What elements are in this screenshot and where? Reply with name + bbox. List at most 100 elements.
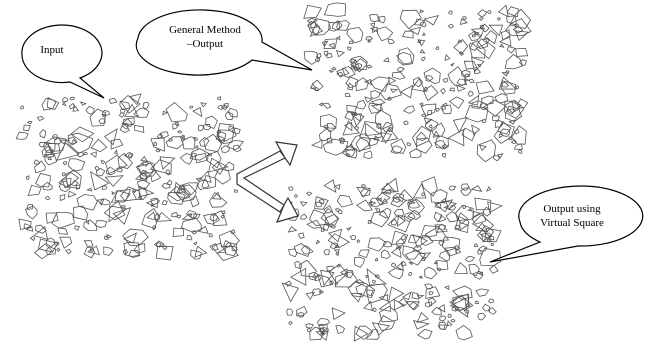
packed-polygon [363, 150, 373, 160]
packed-polygon [165, 136, 184, 150]
packed-polygon [417, 39, 422, 44]
packed-polygon [338, 137, 346, 144]
packed-polygon [513, 128, 520, 135]
packed-polygon [293, 243, 311, 258]
packed-polygon [437, 304, 446, 313]
packed-polygon [217, 104, 225, 111]
packed-polygon [396, 215, 406, 227]
packed-polygon [149, 159, 172, 175]
packed-polygon [454, 215, 469, 234]
packed-polygon [79, 101, 87, 106]
packed-polygon [426, 109, 433, 116]
lower-arrow-head [275, 196, 299, 223]
packed-polygon [310, 18, 331, 36]
packed-polygon [116, 166, 123, 173]
packed-polygon [400, 261, 407, 267]
packed-polygon [459, 18, 469, 25]
packed-polygon [382, 187, 392, 195]
packed-polygon [448, 185, 457, 191]
packed-polygon [25, 205, 38, 220]
packed-polygon [189, 195, 200, 208]
packed-polygon [475, 288, 490, 297]
packed-polygon [369, 14, 381, 23]
packed-polygon [45, 212, 59, 224]
packed-polygon [104, 175, 124, 188]
packed-polygon [132, 188, 137, 194]
packed-polygon [336, 20, 350, 31]
packed-polygon [310, 82, 317, 89]
packed-polygon [412, 245, 423, 252]
packed-polygon [444, 54, 451, 61]
packed-polygon [165, 169, 171, 176]
packed-polygon [307, 21, 321, 36]
packed-polygon [74, 225, 80, 232]
packed-polygon [176, 188, 191, 200]
packed-polygon [203, 133, 223, 153]
packed-polygon [224, 111, 234, 121]
packed-polygon [380, 249, 391, 260]
packed-polygon [430, 122, 446, 137]
packed-polygon [468, 40, 486, 59]
packed-polygon [113, 149, 118, 155]
packed-polygon [56, 247, 61, 252]
packed-polygon [425, 75, 434, 82]
packed-polygon [442, 102, 448, 107]
packed-polygon [366, 283, 388, 304]
packed-polygon [456, 78, 466, 87]
packed-polygon [401, 30, 414, 39]
packed-polygon [370, 22, 376, 29]
packed-polygon [497, 153, 504, 159]
packed-polygon [512, 26, 524, 34]
packed-polygon [391, 230, 409, 245]
packed-polygon [382, 121, 394, 133]
packed-polygon [422, 32, 426, 36]
packed-polygon [395, 261, 404, 271]
packed-polygon [369, 26, 378, 33]
packed-polygon [108, 97, 118, 104]
packed-polygon [39, 129, 47, 139]
packed-polygon [287, 248, 298, 258]
packed-polygon [288, 321, 293, 326]
packed-polygon [318, 102, 323, 107]
packed-polygon [470, 185, 483, 192]
packed-polygon [102, 113, 107, 118]
packed-polygon [475, 42, 496, 60]
packed-polygon [190, 249, 202, 260]
packed-polygon [298, 232, 305, 239]
packed-polygon [508, 136, 513, 141]
packed-polygon [407, 209, 422, 220]
packed-polygon [161, 182, 171, 189]
packed-polygon [446, 320, 453, 327]
packed-polygon [421, 113, 427, 118]
packed-polygon [395, 51, 413, 65]
packed-polygon [153, 141, 158, 146]
packed-polygon [379, 305, 399, 323]
packed-polygon [354, 77, 369, 92]
packed-polygon [318, 198, 325, 205]
packed-polygon [139, 172, 149, 180]
packed-polygon [407, 234, 422, 244]
packed-polygon [400, 234, 407, 241]
packed-polygon [450, 318, 456, 323]
packed-polygon [349, 132, 371, 153]
packed-polygon [189, 105, 194, 109]
packed-polygon [33, 159, 41, 165]
packed-polygon [310, 139, 323, 149]
packed-polygon [353, 256, 366, 268]
packed-polygon [82, 151, 88, 156]
packed-polygon [438, 250, 451, 262]
packed-polygon [180, 217, 202, 233]
packed-polygon [335, 324, 345, 334]
packed-polygon [305, 291, 315, 301]
packed-polygon [318, 290, 324, 294]
packed-polygon [434, 202, 442, 209]
packed-polygon [408, 26, 422, 36]
packed-polygon [299, 201, 308, 207]
packed-polygon [445, 211, 459, 223]
packed-polygon [153, 212, 161, 221]
packed-polygon [390, 138, 407, 154]
packed-polygon [336, 194, 354, 208]
packed-polygon [45, 149, 55, 158]
packed-polygon [197, 124, 205, 132]
